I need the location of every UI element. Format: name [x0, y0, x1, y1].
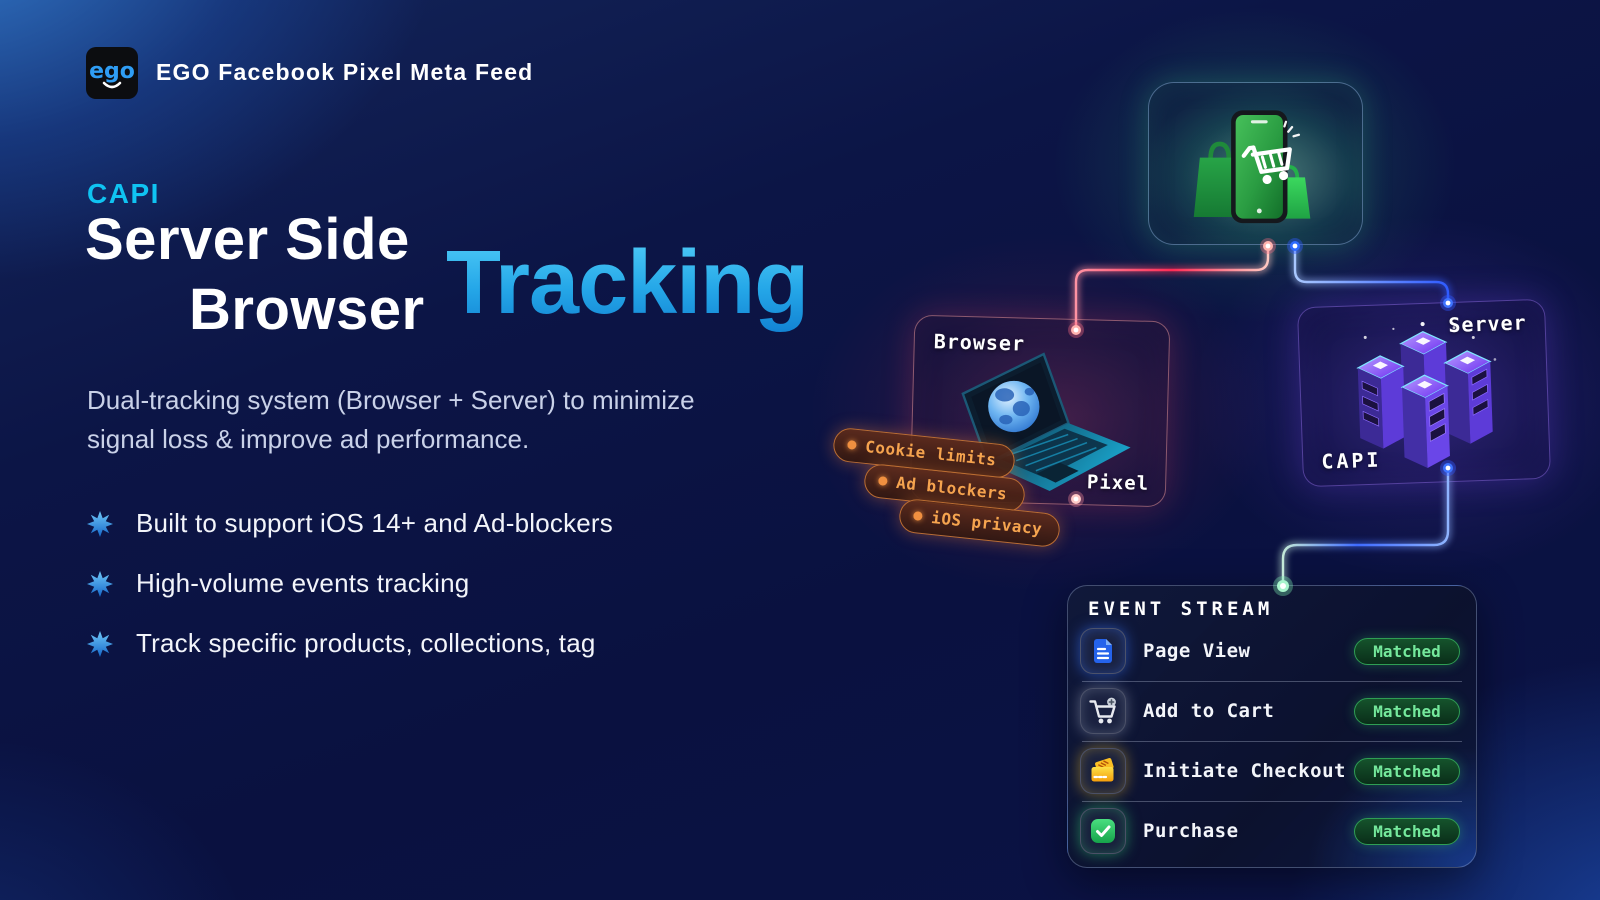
app-title: EGO Facebook Pixel Meta Feed	[156, 59, 534, 85]
event-row-add-to-cart: Add to Cart Matched	[1068, 681, 1476, 741]
feature-item: High-volume events tracking	[86, 565, 613, 602]
orange-dot-icon	[912, 511, 923, 521]
headline-eyebrow: CAPI	[87, 178, 160, 209]
headline-line1: Server Side	[85, 207, 410, 272]
description-line1: Dual-tracking system (Browser + Server) …	[87, 385, 695, 415]
status-badge: Matched	[1354, 757, 1460, 785]
logo-text: ego	[89, 59, 135, 84]
laptop-globe-icon	[961, 352, 1131, 492]
checkout-card-icon	[1080, 748, 1126, 794]
status-badge: Matched	[1354, 817, 1460, 845]
headline-line2: Browser	[189, 277, 425, 342]
blocker-label: iOS privacy	[930, 507, 1044, 539]
headline-accent: Tracking	[446, 233, 809, 333]
document-icon	[1080, 628, 1126, 674]
add-to-cart-icon	[1080, 688, 1126, 734]
ego-logo: ego	[86, 47, 138, 99]
event-row-initiate-checkout: Initiate Checkout Matched	[1068, 741, 1476, 801]
purchase-check-icon	[1080, 808, 1126, 854]
server-stack-icon	[1356, 321, 1497, 468]
blocker-tag-ios-privacy: iOS privacy	[897, 497, 1062, 549]
pixel-label: Pixel	[1086, 471, 1150, 495]
status-badge: Matched	[1354, 637, 1460, 665]
event-row-purchase: Purchase Matched	[1068, 801, 1476, 861]
description-line2: signal loss & improve ad performance.	[87, 424, 530, 454]
event-label: Purchase	[1143, 820, 1239, 842]
event-rows: Page View Matched	[1068, 621, 1476, 861]
storefront-card	[1148, 82, 1363, 245]
capi-label: CAPI	[1320, 447, 1382, 474]
event-row-page-view: Page View Matched	[1068, 621, 1476, 681]
star-burst-icon	[87, 570, 113, 597]
star-burst-icon	[87, 630, 113, 657]
feature-item: Track specific products, collections, ta…	[86, 625, 613, 662]
feature-item: Built to support iOS 14+ and Ad-blockers	[86, 505, 613, 542]
event-label: Add to Cart	[1143, 700, 1275, 722]
event-label: Initiate Checkout	[1143, 760, 1346, 782]
feature-label: Built to support iOS 14+ and Ad-blockers	[136, 508, 613, 538]
mobile-shop-icon	[1193, 110, 1311, 224]
event-label: Page View	[1143, 640, 1251, 662]
feature-list: Built to support iOS 14+ and Ad-blockers…	[86, 505, 613, 662]
feature-label: Track specific products, collections, ta…	[136, 628, 596, 658]
orange-dot-icon	[847, 439, 857, 450]
server-card: Server	[1296, 298, 1552, 488]
event-stream-panel: EVENT STREAM Page View Matched	[1067, 585, 1477, 868]
status-badge: Matched	[1354, 697, 1460, 725]
browser-card: Browser	[909, 314, 1171, 508]
event-stream-title: EVENT STREAM	[1088, 598, 1274, 620]
star-burst-icon	[87, 510, 113, 537]
feature-label: High-volume events tracking	[136, 568, 470, 598]
description: Dual-tracking system (Browser + Server) …	[87, 381, 695, 459]
orange-dot-icon	[877, 476, 888, 486]
